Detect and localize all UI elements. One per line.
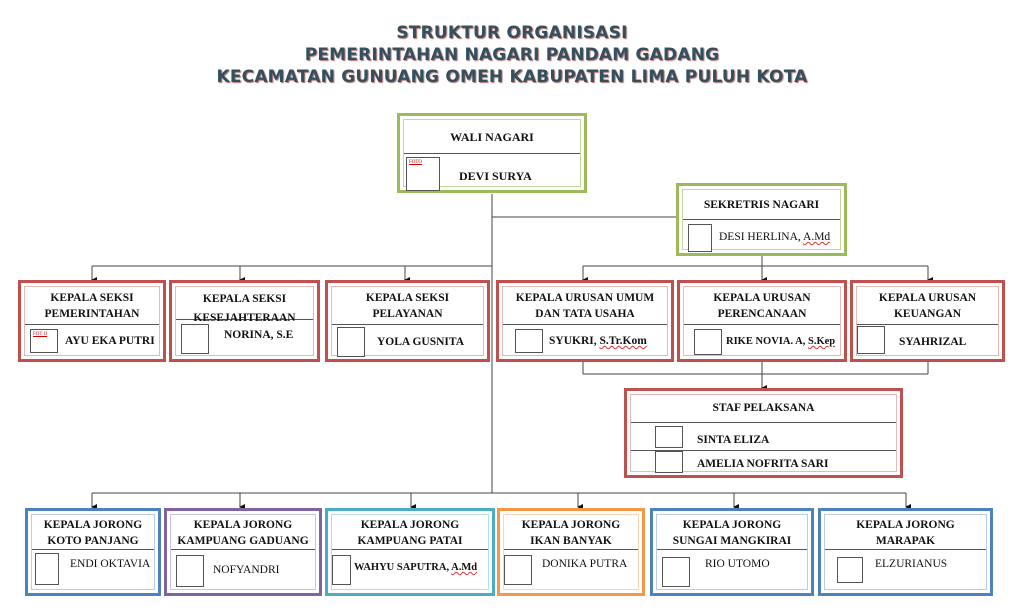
jorong-name: NOFYANDRI (213, 564, 280, 576)
jorong-position: KEPALA JORONG SUNGAI MANGKIRAI (657, 515, 807, 550)
kepala-urusan-keuangan-name: SYAHRIZAL (899, 336, 967, 348)
position-line2: MARAPAK (875, 535, 936, 547)
name-suffix: S.Tr.Kom (599, 335, 647, 347)
kepala-seksi-pelayanan-position: KEPALA SEKSI PELAYANAN (332, 287, 483, 325)
position-line1: KEPALA JORONG (360, 519, 460, 531)
position-line2: PERENCANAAN (717, 308, 807, 320)
kepala-seksi-pelayanan-photo (337, 327, 365, 357)
position-line2: PELAYANAN (372, 308, 443, 320)
kepala-seksi-kesejahteraan-position: KEPALA SEKSI KESEJAHTERAAN (176, 287, 313, 324)
kepala-jorong-koto-panjang-box[interactable]: KEPALA JORONG KOTO PANJANG ENDI OKTAVIA (25, 508, 161, 596)
chart-title-line3: KECAMATAN GUNUANG OMEH KABUPATEN LIMA PU… (216, 67, 808, 87)
jorong-position: KEPALA JORONG KAMPUANG GADUANG (171, 515, 315, 550)
kepala-urusan-keuangan-photo (857, 326, 885, 354)
staf-member-2-photo (655, 451, 683, 473)
kepala-seksi-pemerintahan-photo: FOT O (30, 329, 58, 353)
position-line1: KEPALA JORONG (193, 519, 293, 531)
chart-title-line2: PEMERINTAHAN NAGARI PANDAM GADANG (304, 45, 720, 65)
position-line2: SUNGAI MANGKIRAI (672, 535, 792, 547)
sekretaris-name: DESI HERLINA, A.Md (719, 230, 830, 244)
position-line2: PEMERINTAHAN (44, 308, 140, 320)
kepala-seksi-pelayanan-name: YOLA GUSNITA (377, 336, 465, 348)
position-line1: KEPALA URUSAN UMUM (515, 292, 655, 304)
kepala-jorong-ikan-banyak-box[interactable]: KEPALA JORONG IKAN BANYAK DONIKA PUTRA (497, 508, 645, 596)
kepala-urusan-umum-name: SYUKRI, S.Tr.Kom (549, 334, 647, 348)
kepala-urusan-perencanaan-position: KEPALA URUSAN PERENCANAAN (684, 287, 840, 325)
jorong-photo (35, 553, 59, 585)
jorong-name: ENDI OKTAVIA (70, 558, 151, 570)
kepala-seksi-pemerintahan-position: KEPALA SEKSI PEMERINTAHAN (25, 287, 159, 325)
position-line2: KESEJAHTERAAN (193, 312, 296, 324)
kepala-seksi-kesejahteraan-photo (181, 324, 209, 354)
kepala-seksi-pelayanan-box[interactable]: KEPALA SEKSI PELAYANAN YOLA GUSNITA (325, 280, 490, 362)
kepala-seksi-pemerintahan-box[interactable]: KEPALA SEKSI PEMERINTAHAN FOT O AYU EKA … (18, 280, 166, 362)
kepala-seksi-kesejahteraan-name: NORINA, S.E (224, 329, 294, 341)
jorong-name: DONIKA PUTRA (542, 558, 628, 570)
name-text: WAHYU SAPUTRA, (354, 562, 452, 573)
position-line2: KEUANGAN (893, 308, 962, 320)
name-suffix: A.Md (451, 562, 478, 573)
name-text: RIKE NOVIA. A, (726, 336, 808, 347)
position-line2: DAN TATA USAHA (535, 308, 635, 320)
position-line1: KEPALA JORONG (856, 519, 955, 531)
position-line1: KEPALA JORONG (521, 519, 621, 531)
position-line2: KAMPUANG PATAI (357, 535, 463, 547)
jorong-position: KEPALA JORONG MARAPAK (825, 515, 986, 550)
kepala-jorong-sungai-mangkirai-box[interactable]: KEPALA JORONG SUNGAI MANGKIRAI RIO UTOMO (650, 508, 814, 596)
sekretaris-position: SEKRETRIS NAGARI (683, 190, 840, 220)
kepala-urusan-keuangan-box[interactable]: KEPALA URUSAN KEUANGAN SYAHRIZAL (850, 280, 1005, 362)
sekretaris-photo (688, 224, 712, 252)
kepala-jorong-kampuang-patai-box[interactable]: KEPALA JORONG KAMPUANG PATAI WAHYU SAPUT… (325, 508, 495, 596)
jorong-position: KEPALA JORONG IKAN BANYAK (504, 515, 638, 550)
jorong-position: KEPALA JORONG KOTO PANJANG (32, 515, 154, 550)
position-line2: IKAN BANYAK (530, 535, 612, 547)
jorong-name: RIO UTOMO (705, 558, 770, 570)
position-line2: KOTO PANJANG (47, 535, 139, 547)
position-line1: KEPALA SEKSI (50, 292, 134, 304)
staf-member-1-name: SINTA ELIZA (697, 434, 770, 446)
name-suffix: S.Kep (807, 336, 836, 347)
position-line2: KAMPUANG GADUANG (177, 535, 309, 547)
jorong-position: KEPALA JORONG KAMPUANG PATAI (332, 515, 488, 550)
jorong-photo (176, 555, 204, 587)
jorong-photo (332, 555, 351, 585)
staf-member-2-name: AMELIA NOFRITA SARI (697, 458, 829, 470)
staf-pelaksana-position: STAF PELAKSANA (631, 395, 896, 423)
jorong-photo (504, 555, 532, 585)
position-line1: KEPALA URUSAN (713, 292, 811, 304)
kepala-jorong-kampuang-gaduang-box[interactable]: KEPALA JORONG KAMPUANG GADUANG NOFYANDRI (164, 508, 322, 596)
position-line1: KEPALA URUSAN (878, 292, 977, 304)
kepala-urusan-perencanaan-photo (694, 329, 722, 355)
position-line1: KEPALA JORONG (682, 519, 782, 531)
position-line1: KEPALA SEKSI (202, 293, 287, 305)
sekretaris-name-text: DESI HERLINA, (719, 231, 804, 243)
sekretaris-name-suffix: A.Md (803, 231, 831, 243)
kepala-seksi-kesejahteraan-box[interactable]: KEPALA SEKSI KESEJAHTERAAN NORINA, S.E (169, 280, 320, 362)
kepala-urusan-umum-photo (515, 329, 543, 353)
kepala-urusan-keuangan-position: KEPALA URUSAN KEUANGAN (857, 287, 998, 325)
wali-nagari-photo: FOTO (406, 157, 440, 191)
position-line1: KEPALA SEKSI (365, 292, 450, 304)
staf-member-1-photo (655, 426, 683, 448)
wali-nagari-position: WALI NAGARI (404, 120, 580, 154)
wali-nagari-name: DEVI SURYA (459, 169, 532, 183)
kepala-jorong-marapak-box[interactable]: KEPALA JORONG MARAPAK ELZURIANUS (818, 508, 993, 596)
kepala-urusan-perencanaan-name: RIKE NOVIA. A, S.Kep (726, 335, 835, 349)
jorong-photo (662, 557, 690, 587)
jorong-name: WAHYU SAPUTRA, A.Md (354, 561, 477, 575)
staf-row-separator (631, 450, 896, 451)
kepala-urusan-umum-box[interactable]: KEPALA URUSAN UMUM DAN TATA USAHA SYUKRI… (496, 280, 674, 362)
wali-nagari-box[interactable]: WALI NAGARI FOTO DEVI SURYA (397, 113, 587, 193)
jorong-photo (837, 557, 863, 583)
staf-pelaksana-box[interactable]: STAF PELAKSANA SINTA ELIZA AMELIA NOFRIT… (624, 388, 903, 478)
kepala-seksi-pemerintahan-name: AYU EKA PUTRI (65, 335, 155, 347)
position-line1: KEPALA JORONG (43, 519, 143, 531)
jorong-name: ELZURIANUS (875, 558, 948, 570)
kepala-urusan-umum-position: KEPALA URUSAN UMUM DAN TATA USAHA (503, 287, 667, 325)
name-text: SYUKRI, (549, 335, 600, 347)
chart-title-line1: STRUKTUR ORGANISASI (396, 23, 628, 43)
kepala-urusan-perencanaan-box[interactable]: KEPALA URUSAN PERENCANAAN RIKE NOVIA. A,… (677, 280, 847, 362)
sekretaris-box[interactable]: SEKRETRIS NAGARI DESI HERLINA, A.Md (676, 183, 847, 256)
